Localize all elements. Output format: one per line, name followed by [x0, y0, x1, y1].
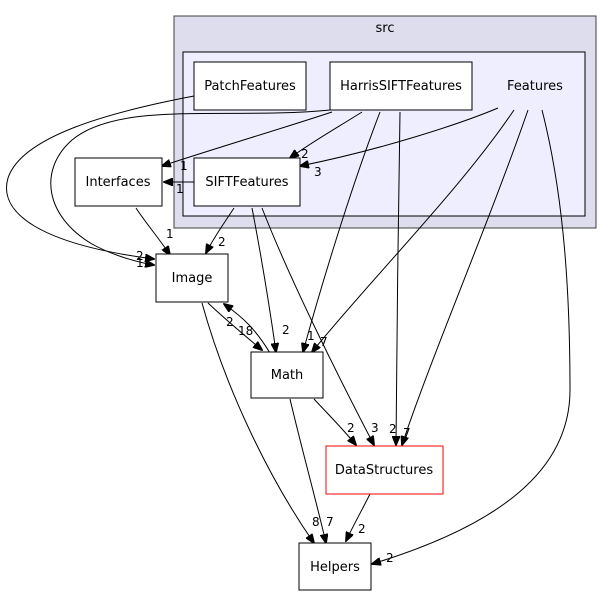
edge-harris-to-interfaces: [162, 111, 333, 166]
node-interfaces-box: [74, 157, 163, 207]
node-data-structures-label: DataStructures: [335, 463, 434, 478]
node-helpers[interactable]: Helpers: [298, 542, 372, 591]
edge-harris-to-image: [50, 109, 331, 265]
edge-features-to-math: [312, 109, 515, 352]
edge-label-sift-to-ds: 3: [371, 421, 379, 435]
edge-labels: 1 2 3 1 1 2 2 1 2 18 2 1 7 2 3 2 7 8 7 2…: [136, 147, 411, 565]
node-sift-features-label: SIFTFeatures: [205, 175, 288, 190]
edge-math-to-helpers: [289, 398, 326, 543]
node-helpers-box: [298, 542, 372, 591]
edge-label-sift-to-interfaces: 1: [176, 182, 184, 196]
node-interfaces[interactable]: Interfaces: [74, 157, 163, 207]
edge-label-harris-to-image: 1: [136, 256, 144, 270]
node-patch-features-box: [193, 61, 307, 111]
edge-patch-to-image: [6, 95, 195, 259]
edge-harris-to-ds: [396, 111, 401, 445]
node-image-label: Image: [172, 271, 213, 286]
node-math-box: [250, 351, 324, 399]
edge-features-to-helpers: [372, 109, 571, 564]
node-patch-features-label: PatchFeatures: [204, 79, 296, 94]
edge-label-features-to-sift: 3: [314, 165, 322, 179]
node-interfaces-label: Interfaces: [86, 175, 151, 190]
node-harris-sift-features-label: HarrisSIFTFeatures: [340, 79, 462, 94]
edge-harris-to-sift: [290, 111, 363, 158]
cluster-src-label: src: [376, 21, 395, 36]
node-helpers-label: Helpers: [310, 560, 360, 575]
edge-label-image-to-math: 2: [226, 315, 234, 329]
edge-ds-to-helpers: [346, 493, 371, 541]
edge-label-ds-to-helpers: 2: [358, 522, 366, 536]
edge-math-to-ds: [313, 398, 356, 445]
edge-label-math-to-helpers: 7: [326, 515, 334, 529]
edge-image-to-math: [207, 302, 262, 350]
edge-label-image-to-helpers: 8: [312, 515, 320, 529]
edges: [6, 95, 571, 564]
edge-label-harris-to-math: 1: [307, 329, 315, 343]
node-sift-features-box: [193, 157, 301, 207]
node-sift-features[interactable]: SIFTFeatures: [193, 157, 301, 207]
edge-interfaces-to-image: [135, 207, 170, 255]
edge-label-features-to-ds: 7: [403, 426, 411, 440]
node-data-structures-box: [325, 445, 444, 495]
edge-math-to-image: [224, 304, 271, 354]
edge-label-math-to-ds: 2: [347, 421, 355, 435]
node-harris-sift-features[interactable]: HarrisSIFTFeatures: [329, 61, 473, 111]
edge-label-harris-to-ds: 2: [389, 422, 397, 436]
edge-label-sift-to-math: 2: [282, 323, 290, 337]
edge-sift-to-ds: [261, 207, 374, 445]
edge-label-interfaces-to-image: 1: [166, 227, 174, 241]
edge-sift-to-image: [206, 207, 235, 253]
edge-label-features-to-helpers: 2: [386, 551, 394, 565]
node-patch-features[interactable]: PatchFeatures: [193, 61, 307, 111]
edge-label-harris-to-interfaces: 1: [180, 159, 188, 173]
edge-label-features-to-math: 7: [320, 335, 328, 349]
edge-label-sift-to-image: 2: [218, 235, 226, 249]
edge-label-harris-to-sift: 2: [301, 147, 309, 161]
edge-image-to-helpers: [201, 302, 314, 543]
node-harris-sift-features-box: [329, 61, 473, 111]
features-label: Features: [507, 79, 563, 94]
node-math[interactable]: Math: [250, 351, 324, 399]
edge-features-to-sift: [300, 107, 499, 166]
node-image[interactable]: Image: [155, 253, 229, 303]
node-data-structures[interactable]: DataStructures: [325, 445, 444, 495]
node-image-box: [155, 253, 229, 303]
edge-sift-to-math: [251, 207, 276, 352]
node-math-label: Math: [271, 368, 304, 383]
edge-features-to-ds: [402, 109, 529, 445]
edge-harris-to-math: [303, 111, 381, 352]
edge-label-math-to-image: 18: [238, 324, 253, 338]
edge-label-patch-to-image: 2: [136, 249, 144, 263]
